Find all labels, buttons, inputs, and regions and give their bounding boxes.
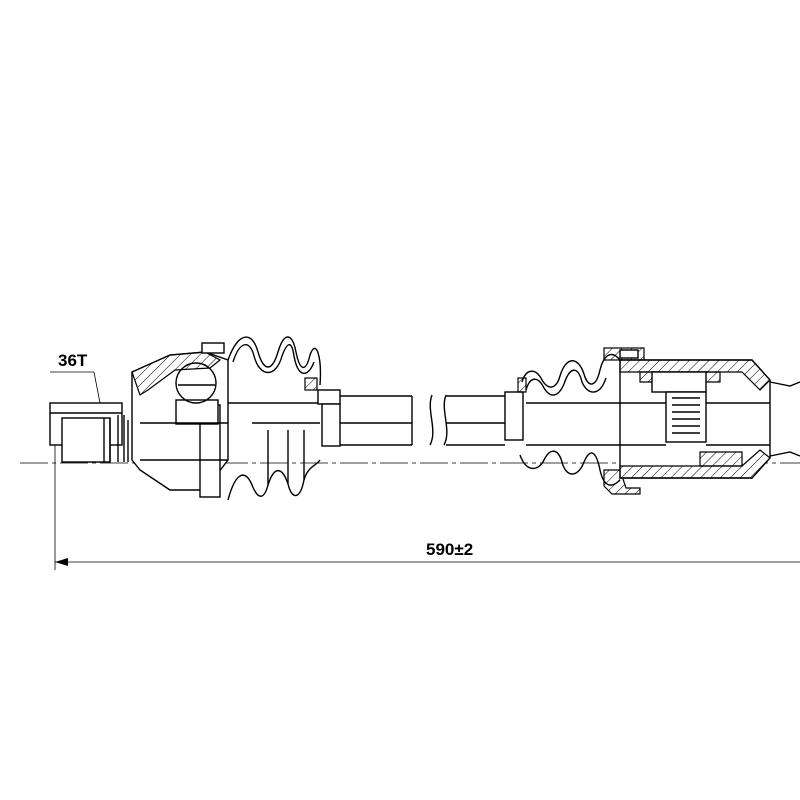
overall-length-dimension: 590±2 <box>54 445 800 570</box>
right-boot <box>504 353 641 495</box>
spline-count-label: 36T <box>58 351 88 370</box>
right-cv-joint <box>603 347 800 479</box>
left-cv-joint <box>131 342 229 498</box>
shaft-break-lines <box>429 394 448 446</box>
left-boot <box>227 336 341 501</box>
spline-callout: 36T <box>50 351 101 404</box>
main-shaft-right <box>446 395 505 446</box>
overall-length-label: 590±2 <box>426 540 473 559</box>
left-stub-shaft <box>49 402 129 463</box>
main-shaft-left <box>340 395 413 446</box>
